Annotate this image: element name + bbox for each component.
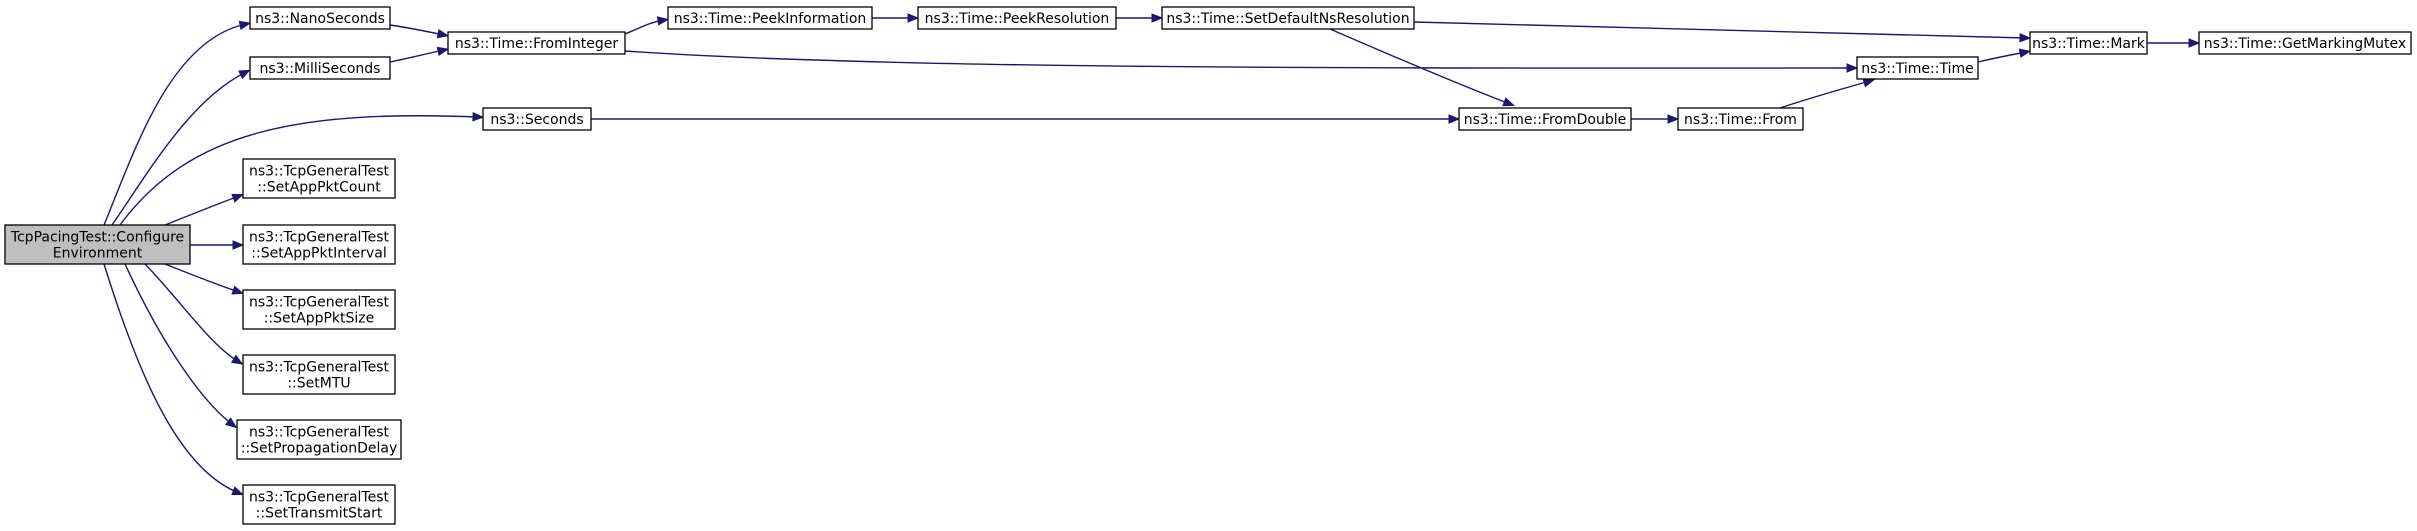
node-label: ns3::Time::PeekResolution <box>925 11 1110 27</box>
node-milli[interactable]: ns3::MilliSeconds <box>249 56 391 80</box>
edge-root-to-nano <box>103 20 252 226</box>
node-label: ns3::TcpGeneralTest <box>249 230 390 246</box>
node-interval[interactable]: ns3::TcpGeneralTest::SetAppPktInterval <box>242 224 396 265</box>
node-box <box>1161 6 1415 30</box>
edge-root-to-interval <box>190 240 245 250</box>
node-label: ns3::TcpGeneralTest <box>249 360 390 376</box>
node-label: ns3::TcpGeneralTest <box>249 490 390 506</box>
edge-setdef-to-fromdouble <box>1329 28 1515 107</box>
node-box <box>447 31 626 55</box>
node-mark[interactable]: ns3::Time::Mark <box>2029 31 2148 55</box>
edge-from-to-time <box>1779 78 1876 109</box>
edge-peekres-to-setdef <box>1116 13 1164 23</box>
node-label: ns3::Time::FromInteger <box>455 36 618 52</box>
edge-fromint-to-time <box>624 50 1859 73</box>
node-box <box>249 56 391 80</box>
node-label: ::SetAppPktInterval <box>251 246 386 262</box>
node-box <box>917 6 1117 30</box>
edge-nano-to-fromint <box>389 24 450 39</box>
node-delay[interactable]: ns3::TcpGeneralTest::SetPropagationDelay <box>236 419 402 460</box>
node-label: ns3::Time::Mark <box>2032 36 2146 52</box>
node-from[interactable]: ns3::Time::From <box>1677 107 1804 131</box>
node-start[interactable]: ns3::TcpGeneralTest::SetTransmitStart <box>242 484 396 525</box>
edge-root-to-seconds <box>119 112 485 226</box>
edge-seconds-to-fromdouble <box>591 114 1461 124</box>
node-count[interactable]: ns3::TcpGeneralTest::SetAppPktCount <box>242 158 396 199</box>
node-mtu[interactable]: ns3::TcpGeneralTest::SetMTU <box>242 354 396 395</box>
node-mutex[interactable]: ns3::Time::GetMarkingMutex <box>2198 31 2412 55</box>
node-box <box>242 289 396 330</box>
node-peekres[interactable]: ns3::Time::PeekResolution <box>917 6 1117 30</box>
node-box <box>1458 107 1632 131</box>
node-label: Environment <box>53 246 143 262</box>
edge-root-to-mtu <box>144 263 244 365</box>
node-label: ::SetMTU <box>287 376 350 392</box>
edge-mark-to-mutex <box>2147 38 2201 48</box>
edge-fromint-to-peekinfo <box>624 16 670 35</box>
node-label: TcpPacingTest::Configure <box>10 230 184 246</box>
node-box <box>1677 107 1804 131</box>
node-label: ::SetPropagationDelay <box>241 441 398 457</box>
edge-root-to-start <box>103 263 244 496</box>
edge-peekinfo-to-peekres <box>872 13 920 23</box>
node-box <box>242 224 396 265</box>
node-label: ns3::NanoSeconds <box>255 11 385 27</box>
node-box <box>242 354 396 395</box>
edge-root-to-size <box>164 263 245 295</box>
edge-fromdouble-to-from <box>1630 114 1680 124</box>
node-seconds[interactable]: ns3::Seconds <box>482 107 592 131</box>
node-label: ns3::Time::Time <box>1861 61 1973 77</box>
node-box <box>1856 56 1979 80</box>
edge-setdef-to-mark <box>1413 21 2032 43</box>
edge-milli-to-fromint <box>389 46 450 63</box>
node-fromdouble[interactable]: ns3::Time::FromDouble <box>1458 107 1632 131</box>
node-box <box>2029 31 2148 55</box>
edge-root-to-milli <box>111 69 251 226</box>
node-size[interactable]: ns3::TcpGeneralTest::SetAppPktSize <box>242 289 396 330</box>
node-box <box>667 6 873 30</box>
node-label: ns3::TcpGeneralTest <box>249 425 390 441</box>
node-label: ::SetAppPktCount <box>257 180 381 196</box>
node-label: ns3::Time::From <box>1684 112 1797 128</box>
node-nano[interactable]: ns3::NanoSeconds <box>249 6 391 30</box>
node-time[interactable]: ns3::Time::Time <box>1856 56 1979 80</box>
node-label: ns3::TcpGeneralTest <box>249 164 390 180</box>
node-peekinfo[interactable]: ns3::Time::PeekInformation <box>667 6 873 30</box>
node-label: ns3::MilliSeconds <box>260 61 381 77</box>
node-label: ns3::Seconds <box>490 112 583 128</box>
node-label: ns3::TcpGeneralTest <box>249 295 390 311</box>
node-box <box>249 6 391 30</box>
node-box <box>242 484 396 525</box>
node-label: ns3::Time::SetDefaultNsResolution <box>1166 11 1409 27</box>
node-box <box>482 107 592 131</box>
node-label: ns3::Time::GetMarkingMutex <box>2204 36 2406 52</box>
edge-root-to-delay <box>124 263 238 429</box>
node-setdef[interactable]: ns3::Time::SetDefaultNsResolution <box>1161 6 1415 30</box>
node-label: ns3::Time::FromDouble <box>1464 112 1627 128</box>
edge-root-to-count <box>164 193 245 226</box>
node-box <box>236 419 402 460</box>
edge-time-to-mark <box>1977 48 2032 63</box>
node-label: ::SetAppPktSize <box>264 311 375 327</box>
node-label: ns3::Time::PeekInformation <box>674 11 867 27</box>
node-box <box>4 224 191 265</box>
node-box <box>2198 31 2412 55</box>
node-box <box>242 158 396 199</box>
node-label: ::SetTransmitStart <box>256 506 383 522</box>
node-fromint[interactable]: ns3::Time::FromInteger <box>447 31 626 55</box>
